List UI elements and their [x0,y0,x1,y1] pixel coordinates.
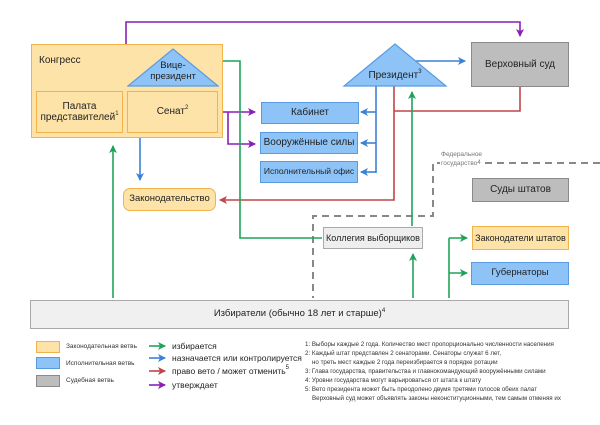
exec-office-box[interactable]: Исполнительный офис [260,161,358,183]
footnote: 4: Уровни государства могут варьироватьс… [305,377,481,384]
approves-armed-forces-arrow [227,112,256,148]
senate-label: Сенат [156,106,185,118]
veto-legislation-arrow [219,86,395,204]
house-note: 1 [115,111,119,117]
legend-label-appoints: назначается или контролируется [172,353,302,363]
governors-box[interactable]: Губернаторы [471,262,569,285]
state-legislators-box[interactable]: Законодатели штатов [472,226,569,250]
legend-label-veto-wrap: право вето / может отменить5 [172,365,290,376]
senate-box[interactable]: Сенат2 [127,91,218,133]
footnote: 5: Вето президента может быть преодолено… [305,386,537,393]
house-label: Палата представителей [40,100,116,124]
president-label: Президент [368,70,419,81]
legend-label-veto: право вето / может отменить [172,366,286,376]
footnote: 1: Выборы каждые 2 года. Количество мест… [305,341,554,348]
voters-box[interactable]: Избиратели (обычно 18 лет и старше)4 [30,300,569,329]
legislation-box[interactable]: Законодательство [123,188,216,211]
voters-label: Избиратели (обычно 18 лет и старше) [213,308,382,320]
vice-president-label: Вице-президент [150,60,196,83]
armed-forces-box[interactable]: Вооружённые силы [260,132,358,154]
senate-note: 2 [184,105,189,112]
legend-label-elects: избирается [172,341,217,351]
court-veto-line [394,87,521,112]
house-box[interactable]: Палата представителей1 [36,91,123,133]
legend-swatch-executive [36,357,60,369]
legend-label-legislative: Законодательная ветвь [66,343,138,350]
president-triangle[interactable] [342,43,448,88]
state-courts-box[interactable]: Суды штатов [472,178,569,202]
footnote: Верховный суд может объявлять законы нек… [312,395,561,402]
federal-boundary-line [312,162,600,298]
footnote: но треть мест каждые 2 года переизбирает… [312,359,498,366]
president-note: 3 [418,69,422,75]
supreme-court-box[interactable]: Верховный суд [471,42,569,87]
footnote: 2: Каждый штат представлен 2 сенаторами.… [305,350,502,357]
legend-swatch-legislative [36,341,60,353]
cabinet-box[interactable]: Кабинет [261,102,359,124]
legend-label-executive: Исполнительная ветвь [66,360,135,367]
federal-state-label: Федеральное государство4 [440,151,484,169]
legend-swatch-judicial [36,375,60,387]
electoral-college-box[interactable]: Коллегия выборщиков [323,227,423,249]
approves-supreme-court-arrow [125,21,524,44]
legend-label-judicial: Судебная ветвь [66,377,114,384]
voters-note: 4 [381,308,386,315]
vice-president-triangle[interactable] [127,48,219,88]
footnote: 3: Глава государства, правительства и гл… [305,368,546,375]
congress-title: Конгресс [39,55,81,66]
president-label-wrap: Президент3 [362,69,428,82]
legend-label-approves: утверждает [172,380,218,390]
